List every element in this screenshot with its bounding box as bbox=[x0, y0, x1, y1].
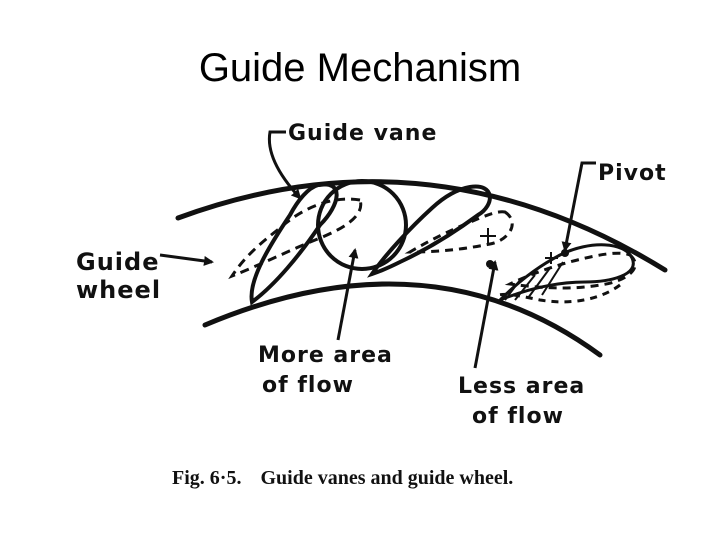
leader-pivot bbox=[561, 161, 596, 252]
guide-vane-solid-right bbox=[366, 184, 492, 278]
label-more-area-line1: More area bbox=[258, 343, 393, 368]
leader-more-area bbox=[336, 248, 359, 341]
pivot-point bbox=[561, 249, 569, 257]
label-less-area-line1: Less area bbox=[458, 374, 585, 399]
figure-number: Fig. 6·5. bbox=[172, 467, 241, 489]
guide-vane-closed bbox=[498, 243, 635, 302]
guide-vane-dashed-right bbox=[504, 251, 637, 290]
label-more-area-line2: of flow bbox=[262, 373, 354, 398]
label-less-area-line2: of flow bbox=[472, 404, 564, 429]
label-guide-wheel-line2: wheel bbox=[76, 276, 161, 304]
label-pivot: Pivot bbox=[598, 161, 667, 186]
figure-caption-text: Guide vanes and guide wheel. bbox=[260, 467, 513, 489]
label-guide-wheel-line1: Guide bbox=[76, 248, 159, 276]
figure-caption: Fig. 6·5. Guide vanes and guide wheel. bbox=[172, 467, 513, 489]
leader-guide-wheel bbox=[159, 253, 214, 266]
slide-title: Guide Mechanism bbox=[198, 46, 522, 90]
pivot-cross bbox=[480, 228, 558, 264]
guide-vane-dashed-middle bbox=[404, 210, 514, 254]
leader-less-area bbox=[473, 260, 499, 369]
label-guide-vane: Guide vane bbox=[288, 121, 437, 146]
outer-rim bbox=[175, 179, 668, 273]
inner-rim bbox=[202, 281, 603, 358]
guide-vane-solid-left bbox=[249, 182, 339, 306]
vane-hatching bbox=[504, 261, 564, 301]
leader-guide-vane bbox=[267, 130, 302, 200]
guide-vane-dashed-left bbox=[228, 197, 363, 280]
flow-area-circle bbox=[316, 179, 408, 271]
